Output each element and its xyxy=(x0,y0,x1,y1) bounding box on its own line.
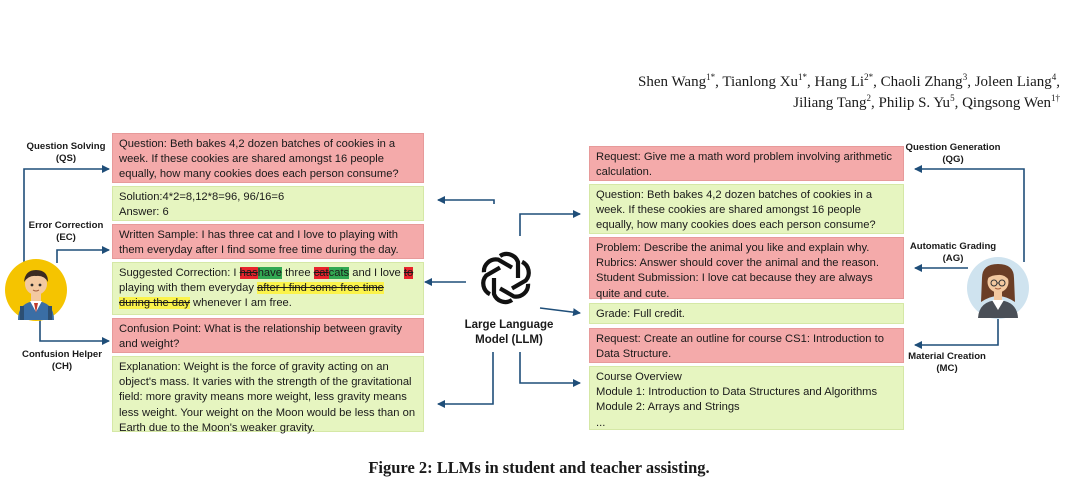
correction-text: Suggested Correction: I xyxy=(119,267,240,279)
author-list: Shen Wang1*, Tianlong Xu1*, Hang Li2*, C… xyxy=(500,72,1060,114)
role-name: Material Creation xyxy=(908,351,986,362)
llm-label-line: Model (LLM) xyxy=(475,334,543,346)
teacher-icon xyxy=(967,257,1029,319)
role-name: Question Solving xyxy=(26,141,106,152)
author-name: Philip S. Yu xyxy=(878,95,951,111)
correction-insertion: have xyxy=(257,267,282,279)
role-abbr: (MC) xyxy=(936,363,958,374)
llm-label: Large Language Model (LLM) xyxy=(450,318,568,348)
author-name: Shen Wang xyxy=(637,74,707,90)
author-affiliation: 1* xyxy=(706,72,716,82)
role-automatic-grading: Automatic Grading (AG) xyxy=(900,241,1006,265)
teacher-to-qg-arrow xyxy=(914,165,1025,262)
llm-to-question-arrow xyxy=(519,210,581,236)
ag-rubrics-text: Rubrics: Answer should cover the animal … xyxy=(596,257,879,270)
ch-explanation-text: Explanation: Weight is the force of grav… xyxy=(119,361,416,434)
mc-request-box: Request: Create an outline for course CS… xyxy=(589,328,904,363)
qs-question-box: Question: Beth bakes 4,2 dozen batches o… xyxy=(112,133,424,183)
correction-text: and I love xyxy=(349,267,404,279)
role-question-solving: Question Solving (QS) xyxy=(18,141,114,165)
role-abbr: (QS) xyxy=(55,153,77,164)
role-name: Question Generation xyxy=(905,142,1001,153)
ag-problem-text: Problem: Describe the animal you like an… xyxy=(596,242,870,254)
student-icon xyxy=(5,259,67,321)
qg-request-text: Request: Give me a math word problem inv… xyxy=(596,151,892,179)
correction-deletion: cat xyxy=(313,267,329,279)
author-affiliation: 5 xyxy=(950,93,955,103)
ag-submission-text: Student Submission: I love cat because t… xyxy=(596,272,873,300)
role-abbr: (EC) xyxy=(56,232,76,243)
qs-solution-box: Solution:4*2=8,12*8=96, 96/16=6 Answer: … xyxy=(112,186,424,221)
author-name: Chaoli Zhang xyxy=(880,74,963,90)
correction-insertion: cats xyxy=(328,267,350,279)
student-to-qs-arrow xyxy=(23,165,110,262)
correction-deletion: to xyxy=(403,267,414,279)
mc-request-text: Request: Create an outline for course CS… xyxy=(596,333,884,361)
teacher-avatar xyxy=(966,256,1030,320)
role-name: Confusion Helper xyxy=(22,349,102,360)
llm-logo xyxy=(476,246,536,310)
mc-outline-item: Course Overview xyxy=(596,371,682,383)
correction-text: whenever I am free. xyxy=(189,297,292,310)
llm-label-line: Large Language xyxy=(464,319,554,331)
qg-request-box: Request: Give me a math word problem inv… xyxy=(589,146,904,181)
qg-question-text: Question: Beth bakes 4,2 dozen batches o… xyxy=(596,189,876,232)
figure-caption: Figure 2: LLMs in student and teacher as… xyxy=(368,458,710,477)
author-affiliation: 4 xyxy=(1051,72,1057,82)
correction-text: three xyxy=(281,267,314,279)
student-avatar xyxy=(4,258,68,322)
llm-to-outline-arrow xyxy=(519,352,581,387)
role-question-generation: Question Generation (QG) xyxy=(900,142,1006,166)
role-material-creation: Material Creation (MC) xyxy=(893,351,1001,375)
role-abbr: (CH) xyxy=(51,361,73,372)
author-name: Hang Li xyxy=(814,74,865,90)
ec-sample-text: Written Sample: I has three cat and I lo… xyxy=(119,229,399,257)
correction-text: playing with them everyday xyxy=(119,282,258,295)
llm-to-explanation-arrow xyxy=(437,352,494,408)
role-abbr: (QG) xyxy=(942,154,964,165)
mc-outline-item: Module 1: Introduction to Data Structure… xyxy=(596,386,878,399)
ch-point-box: Confusion Point: What is the relationshi… xyxy=(112,318,424,353)
student-to-ch-arrow xyxy=(39,318,110,345)
qs-answer-text: Answer: 6 xyxy=(119,206,169,219)
ag-grade-box: Grade: Full credit. xyxy=(589,303,904,324)
qs-solution-text: Solution:4*2=8,12*8=96, 96/16=6 xyxy=(119,191,285,203)
author-line-1: Shen Wang1*, Tianlong Xu1*, Hang Li2*, C… xyxy=(637,72,1060,91)
ec-correction-box: Suggested Correction: I hashave three ca… xyxy=(112,262,424,315)
openai-logo-icon xyxy=(481,251,531,305)
mc-outline-item: Module 2: Arrays and Strings xyxy=(596,401,740,414)
role-name: Automatic Grading xyxy=(909,241,997,252)
mc-outline-item: ... xyxy=(596,416,606,429)
teacher-to-mc-arrow xyxy=(914,318,999,349)
author-affiliation: 2* xyxy=(864,72,874,82)
ag-grade-text: Grade: Full credit. xyxy=(596,308,685,320)
role-name: Error Correction xyxy=(28,220,104,231)
role-confusion-helper: Confusion Helper (CH) xyxy=(14,349,110,373)
author-name: Qingsong Wen xyxy=(962,95,1051,111)
ch-explanation-box: Explanation: Weight is the force of grav… xyxy=(112,356,424,434)
author-affiliation: 3 xyxy=(962,72,968,82)
llm-to-grade-arrow xyxy=(539,307,581,317)
author-name: Joleen Liang xyxy=(974,74,1052,90)
author-name: Tianlong Xu xyxy=(722,74,799,90)
author-name: Jiliang Tang xyxy=(793,95,867,111)
qs-question-text: Question: Beth bakes 4,2 dozen batches o… xyxy=(119,138,399,181)
ch-point-text: Confusion Point: What is the relationshi… xyxy=(119,323,402,351)
correction-deletion: has xyxy=(239,267,258,279)
author-affiliation: 1† xyxy=(1051,93,1060,103)
ec-sample-box: Written Sample: I has three cat and I lo… xyxy=(112,224,424,259)
author-affiliation: 2 xyxy=(866,93,872,103)
role-error-correction: Error Correction (EC) xyxy=(18,220,114,244)
qg-question-box: Question: Beth bakes 4,2 dozen batches o… xyxy=(589,184,904,234)
mc-outline-box: Course Overview Module 1: Introduction t… xyxy=(589,366,904,430)
llm-to-solution-arrow xyxy=(437,196,495,204)
ag-problem-box: Problem: Describe the animal you like an… xyxy=(589,237,904,300)
role-abbr: (AG) xyxy=(942,253,964,264)
author-line-2: Jiliang Tang2, Philip S. Yu5, Qingsong W… xyxy=(793,93,1060,112)
student-to-ec-arrow xyxy=(56,246,110,263)
author-affiliation: 1* xyxy=(798,72,808,82)
